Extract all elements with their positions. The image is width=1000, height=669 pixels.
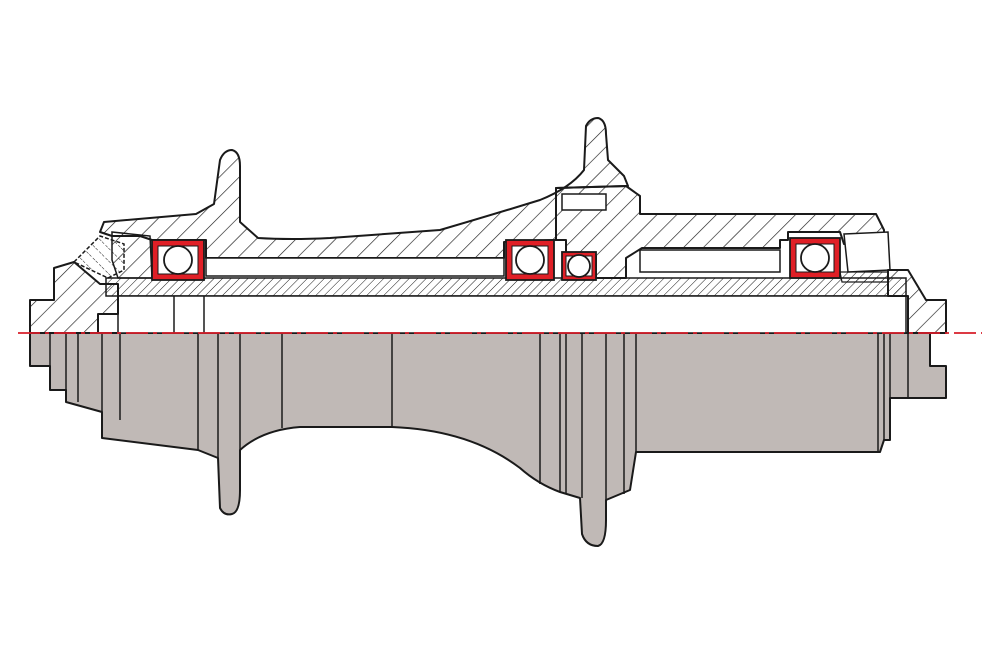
end-cap-right-section — [839, 269, 947, 334]
hub-shell-section — [99, 117, 629, 277]
freehub-pawl-pocket — [561, 193, 607, 211]
end-cap-left-section — [29, 231, 153, 334]
end-cap-right-inner — [839, 271, 889, 283]
shell-exterior-edges — [49, 333, 931, 500]
bearing-ball — [163, 245, 193, 275]
bearing-right-flange — [505, 239, 555, 281]
bearing-ball — [515, 245, 545, 275]
freehub-body-section — [555, 185, 891, 279]
hub-shell-exterior — [29, 332, 947, 547]
bearing-freehub-outer — [789, 237, 841, 279]
hub-shell-section-body — [99, 117, 629, 259]
bearing-ball — [567, 254, 591, 278]
shell-bore — [205, 257, 505, 277]
bearing-freehub-inner — [561, 251, 597, 281]
end-cap-left-ring — [111, 231, 153, 279]
axle-bore — [117, 295, 907, 334]
freehub-right-seal — [843, 231, 891, 273]
bearing-left-flange — [151, 239, 205, 281]
shell-exterior-body — [29, 332, 947, 547]
bearing-ball — [800, 243, 830, 273]
freehub-inner-pocket — [639, 249, 781, 273]
